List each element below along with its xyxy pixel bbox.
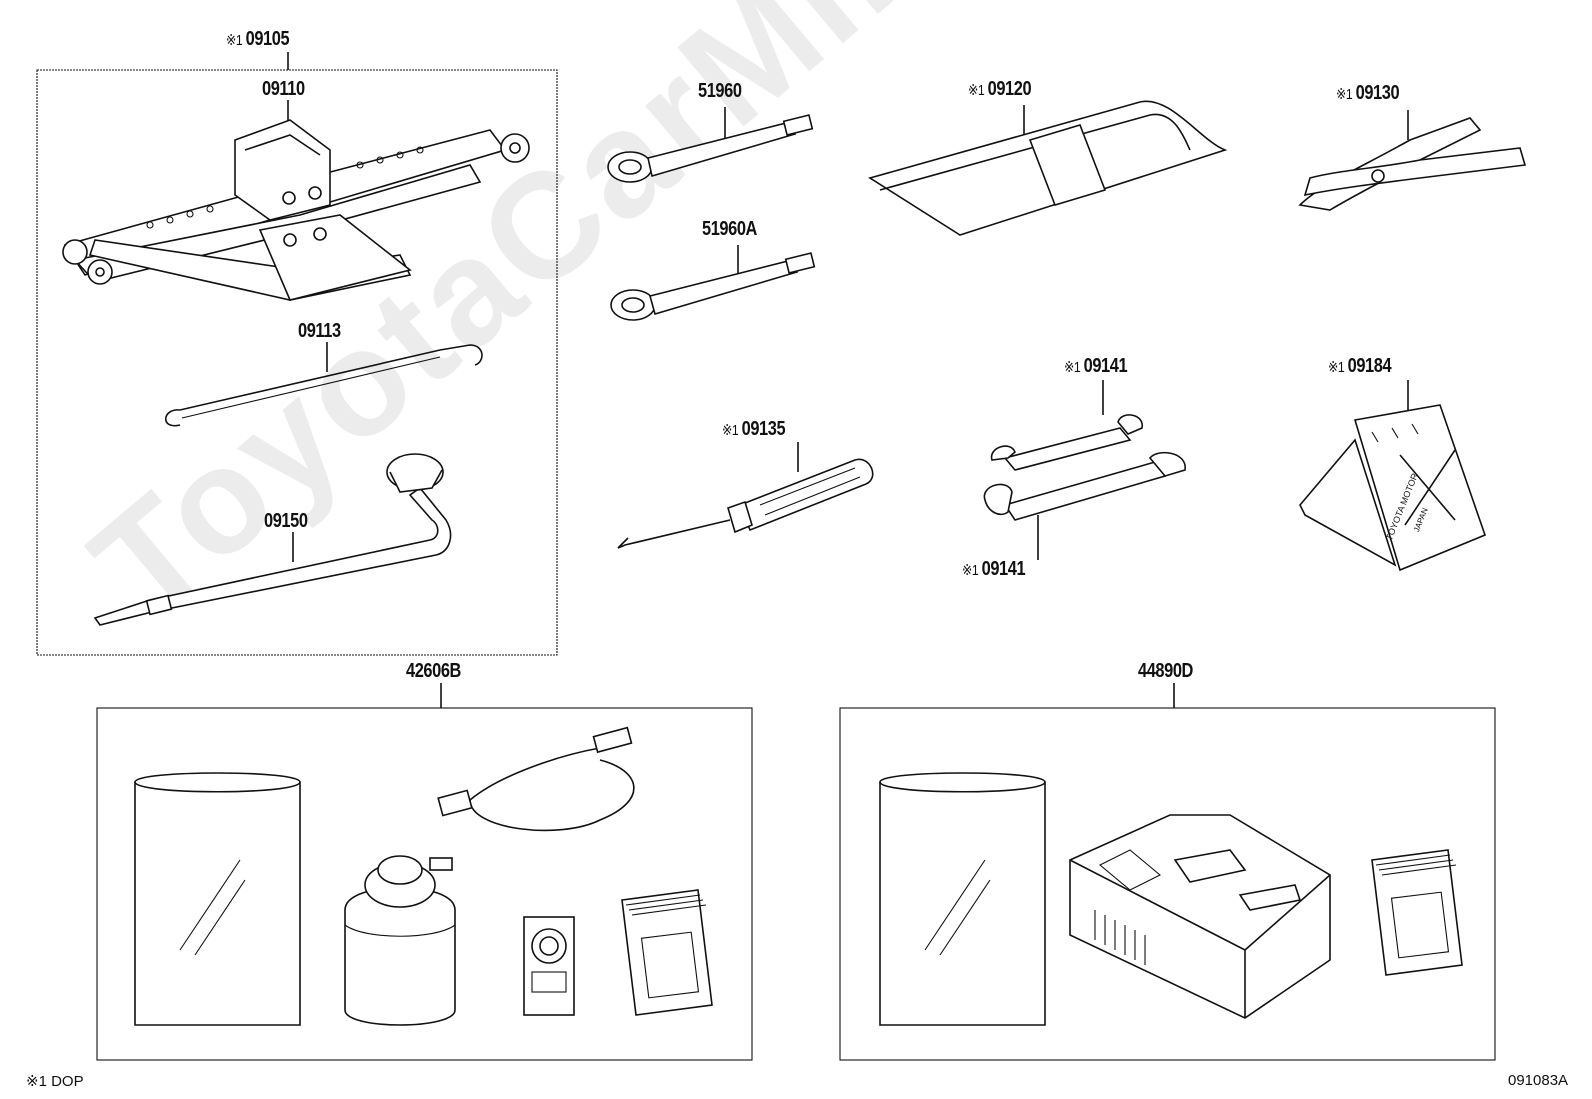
- label-jack: 09110: [262, 78, 305, 100]
- repair-kit-bottle-drawing: [344, 855, 456, 1026]
- compressor-kit-manual-drawing: [1371, 849, 1463, 976]
- jack-set-box: [36, 69, 558, 656]
- repair-kit-manual-drawing: [621, 889, 713, 1016]
- wrench-upper-drawing: [990, 414, 1143, 471]
- compressor-kit-bag-drawing: [879, 772, 1046, 1026]
- repair-kit-hose-drawing: [437, 726, 635, 832]
- footnote: ※1 DOP: [26, 1073, 84, 1090]
- label-jack-handle: 09113: [298, 320, 341, 342]
- towing-eye-a-drawing: [610, 252, 816, 321]
- repair-kit-box: [96, 707, 753, 1061]
- scissor-jack-drawing: [62, 100, 530, 301]
- wheel-chock-drawing: [1299, 404, 1487, 572]
- compressor-drawing: [1069, 814, 1331, 1019]
- label-repair-kit: 42606B: [406, 660, 461, 682]
- jack-handle-drawing: [164, 344, 483, 427]
- wrench-lower-drawing: [983, 451, 1186, 521]
- tool-bag-drawing: [868, 100, 1228, 236]
- label-towing-eye-a: 51960A: [702, 218, 757, 240]
- repair-kit-sticker-drawing: [523, 916, 575, 1016]
- pliers-drawing: [1298, 117, 1527, 211]
- figure-id: 091083A: [1508, 1072, 1569, 1089]
- compressor-kit-box: [839, 707, 1496, 1061]
- wheel-wrench-drawing: [93, 453, 452, 626]
- label-towing-eye: 51960: [698, 80, 742, 102]
- repair-kit-bag-drawing: [134, 772, 301, 1026]
- towing-eye-drawing: [607, 114, 814, 183]
- label-wheel-wrench: 09150: [264, 510, 308, 532]
- label-compressor-kit: 44890D: [1138, 660, 1193, 682]
- screwdriver-drawing: [617, 458, 874, 549]
